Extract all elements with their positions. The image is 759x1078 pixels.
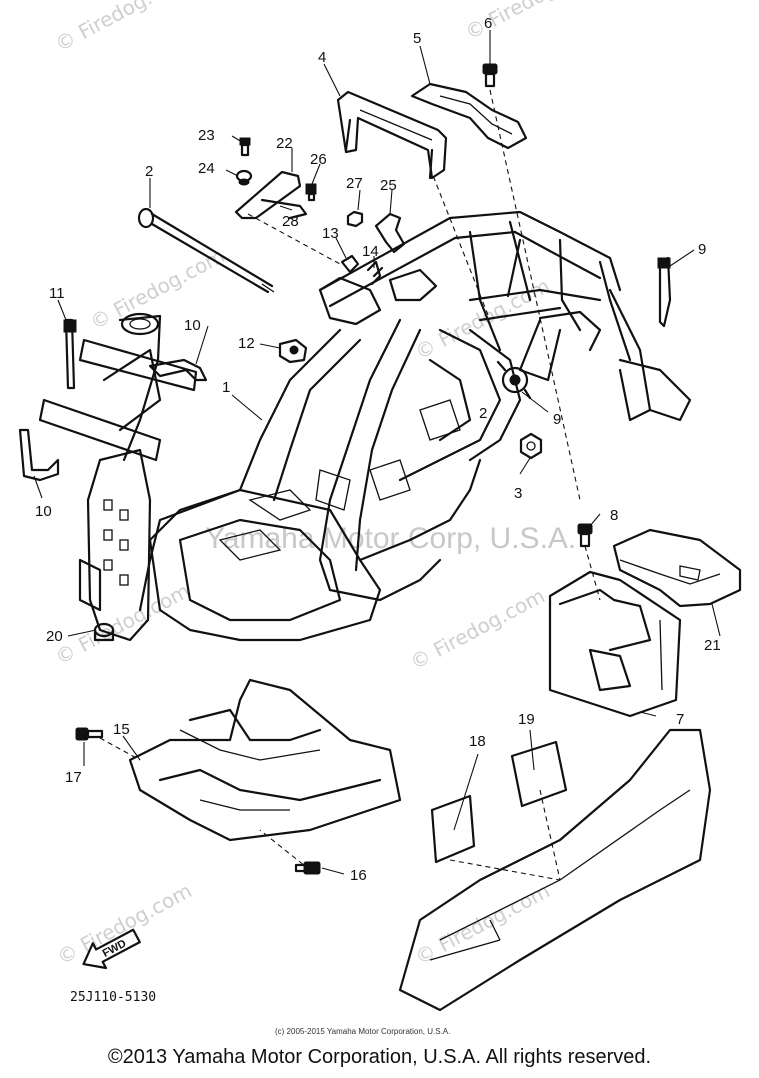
part-19-label [510,740,568,808]
part-4-bracket [336,90,448,180]
callout-13: 13 [322,225,339,242]
callout-4: 4 [318,49,326,66]
callout-19: 19 [518,711,535,728]
callout-10a: 10 [184,317,201,334]
callout-10b: 10 [35,503,52,520]
footer-copyright: ©2013 Yamaha Motor Corporation, U.S.A. A… [107,1046,652,1068]
part-5-plate [410,82,528,150]
watermark-firedog-1: © Firedog.com [51,0,194,56]
callout-18: 18 [469,733,486,750]
part-2-long-bolt [137,207,275,294]
callout-3: 3 [514,485,522,502]
part-26-bolt [305,183,317,202]
front-panel [38,312,198,642]
callout-12: 12 [238,335,255,352]
part-10-band-lower [18,428,60,482]
part-15-underframe [128,678,402,842]
watermark-firedog-2: © Firedog.com [461,0,604,44]
callout-24: 24 [198,160,215,177]
callout-6: 6 [484,15,492,32]
callout-1: 1 [222,379,230,396]
part-1-frame [138,210,692,642]
part-24-washer [235,169,253,186]
part-12-clamp [278,338,308,364]
part-6-bolt [482,63,498,88]
part-10-band-upper [148,358,208,382]
callout-2: 2 [145,163,153,180]
callout-14: 14 [362,243,379,260]
callout-9a: 9 [698,241,706,258]
callout-22: 22 [276,135,293,152]
watermark-firedog-6: © Firedog.com [406,583,549,674]
leader-lines [33,30,721,875]
side-body-panel [398,728,712,1012]
callout-5: 5 [413,30,421,47]
watermark-yamaha-corp: Yamaha Motor Corp, U.S.A. [205,522,576,555]
callout-2b: 2 [479,405,487,422]
diagram-code: 25J110-5130 [70,990,156,1005]
part-13-clip [340,254,360,274]
watermark-firedog-7: © Firedog.com [53,878,196,969]
callout-25: 25 [380,177,397,194]
part-17-bolt [75,727,104,741]
callout-27: 27 [346,175,363,192]
part-18-label [430,794,476,864]
callout-28: 28 [282,213,299,230]
part-9-clamp [496,360,532,400]
callout-15: 15 [113,721,130,738]
callout-26: 26 [310,151,327,168]
part-16-bolt [294,861,321,875]
callout-9b: 9 [553,411,561,428]
callout-16: 16 [350,867,367,884]
part-22-bracket [234,170,308,220]
small-copyright: (c) 2005-2015 Yamaha Motor Corporation, … [275,1027,450,1036]
part-25-clip [374,212,406,254]
callout-numbers: 1 2 2 3 4 5 6 7 8 9 9 10 10 11 12 13 14 … [35,15,721,884]
callout-17: 17 [65,769,82,786]
part-27-nut [346,210,364,228]
callout-23: 23 [198,127,215,144]
part-9-tie-upper [657,256,672,328]
part-8-bolt [577,523,593,548]
callout-11: 11 [49,285,65,302]
watermark-firedog-5: © Firedog.com [51,578,194,669]
part-3-nut [519,432,543,460]
assembly-lines [99,89,601,881]
watermark-firedog-8: © Firedog.com [411,878,554,969]
part-23-bolt [239,137,251,157]
callout-7: 7 [676,711,684,728]
part-21-battery-cover [612,528,742,608]
part-7-battery-box [548,570,682,718]
part-11-strap [63,318,77,390]
callout-20: 20 [46,628,63,645]
callout-21: 21 [704,637,721,654]
callout-8: 8 [610,507,618,524]
